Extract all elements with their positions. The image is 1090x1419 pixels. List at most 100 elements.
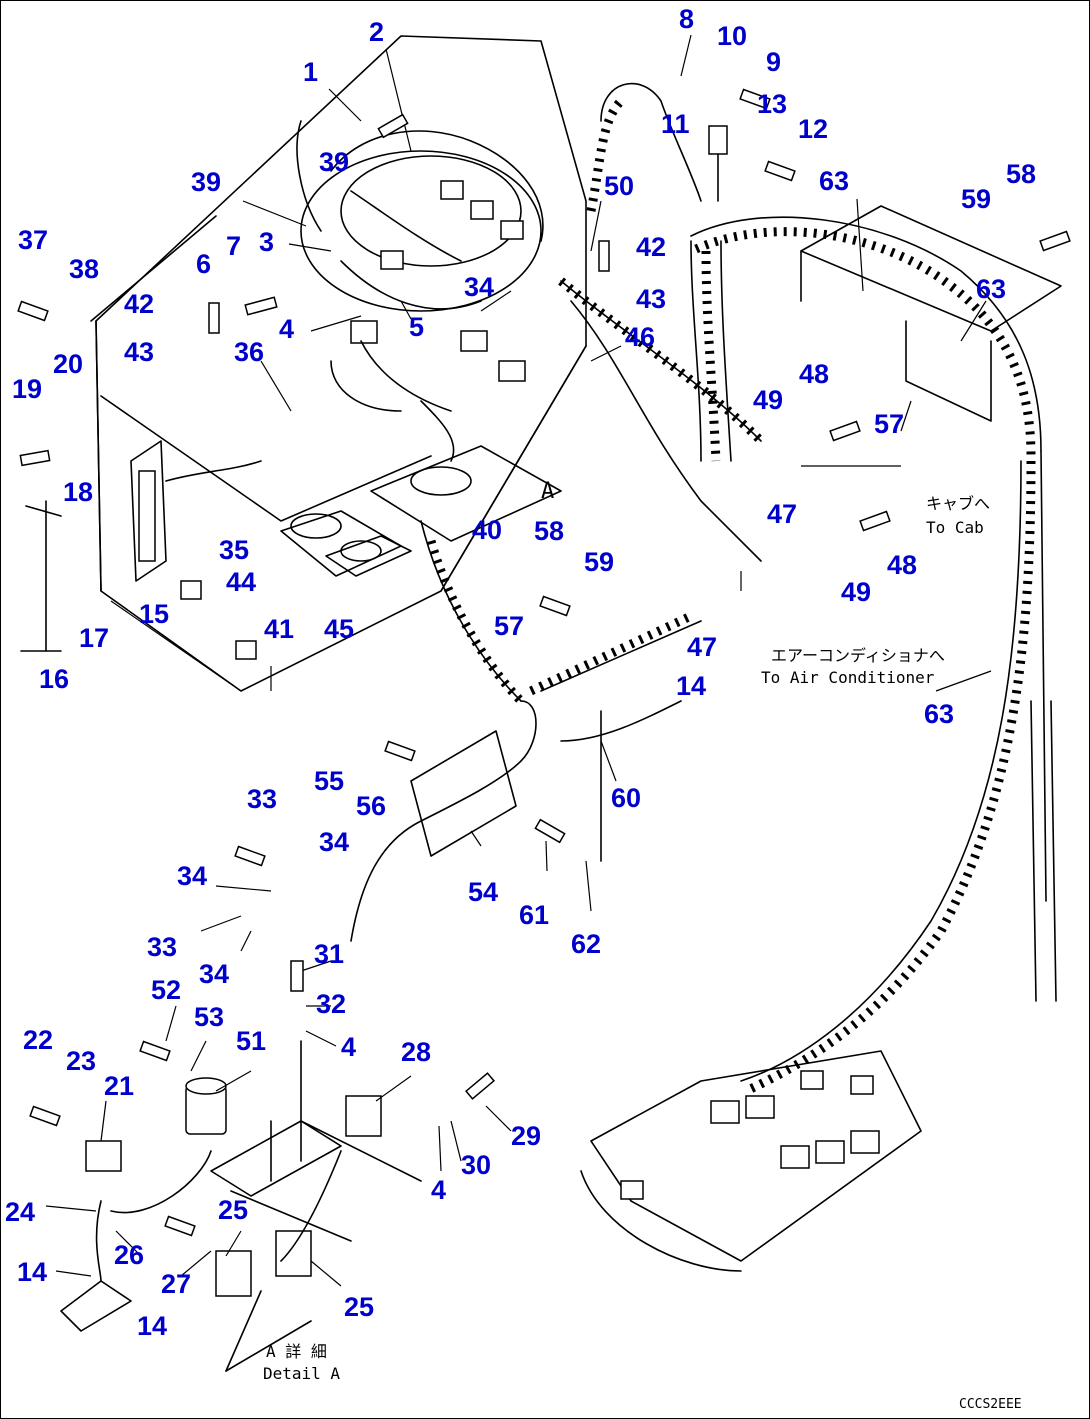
callout-32: 32: [316, 989, 347, 1019]
callout-29: 29: [511, 1121, 542, 1151]
callout-18: 18: [63, 477, 94, 507]
callout-47-a: 47: [767, 499, 798, 529]
callout-25-a: 25: [218, 1195, 249, 1225]
callout-62: 62: [571, 929, 602, 959]
callout-22: 22: [23, 1025, 54, 1055]
callout-45: 45: [324, 614, 355, 644]
callout-1: 1: [303, 57, 319, 87]
callout-41: 41: [264, 614, 295, 644]
engine-harness-cluster: [296, 120, 544, 462]
callout-59-a: 59: [961, 184, 992, 214]
callout-36: 36: [234, 337, 265, 367]
callout-21: 21: [104, 1071, 135, 1101]
callout-58-a: 58: [1006, 159, 1037, 189]
callout-8: 8: [679, 4, 695, 34]
callout-9: 9: [766, 47, 782, 77]
detail-a-label-en: Detail A: [263, 1364, 341, 1383]
callout-63-a: 63: [819, 166, 850, 196]
callout-49-b: 49: [841, 577, 872, 607]
callout-34-b: 34: [319, 827, 350, 857]
callout-23: 23: [66, 1046, 97, 1076]
callout-48-b: 48: [887, 550, 918, 580]
controller-box: [20, 440, 262, 660]
to-cab-label-jp: キャブへ: [926, 494, 991, 513]
callout-27: 27: [161, 1269, 192, 1299]
callout-16: 16: [39, 664, 70, 694]
callout-56: 56: [356, 791, 387, 821]
callout-39-b: 39: [191, 167, 222, 197]
detail-a-label-jp: A 詳 細: [266, 1342, 327, 1361]
drawing-code: CCCS2EEE: [959, 1397, 1022, 1412]
lower-harness-tray: [580, 1050, 922, 1272]
callout-60: 60: [611, 783, 642, 813]
callout-49-a: 49: [753, 385, 784, 415]
callout-38: 38: [69, 254, 100, 284]
callout-34-d: 34: [199, 959, 230, 989]
callout-37: 37: [18, 225, 49, 255]
callout-44: 44: [226, 567, 257, 597]
air-conditioner-line: [690, 205, 1062, 1096]
callout-33-a: 33: [247, 784, 278, 814]
callout-48-a: 48: [799, 359, 830, 389]
callout-28: 28: [401, 1037, 432, 1067]
callout-40: 40: [472, 515, 503, 545]
cab-harness: [558, 82, 765, 562]
callout-63-b: 63: [976, 274, 1007, 304]
floor-plates: [280, 445, 562, 577]
callout-39-a: 39: [319, 147, 350, 177]
callout-24: 24: [5, 1197, 36, 1227]
callout-42-b: 42: [124, 289, 155, 319]
callout-11: 11: [661, 109, 690, 139]
main-cable-run: [350, 520, 702, 942]
callout-20: 20: [53, 349, 84, 379]
to-cab-label-en: To Cab: [926, 518, 984, 537]
callout-50: 50: [604, 171, 635, 201]
callout-55: 55: [314, 766, 345, 796]
callout-63-c: 63: [924, 699, 955, 729]
callout-2: 2: [369, 17, 385, 47]
callout-57-a: 57: [874, 409, 905, 439]
callout-43-a: 43: [636, 284, 667, 314]
callout-53: 53: [194, 1002, 225, 1032]
callout-30: 30: [461, 1150, 492, 1180]
callout-42-a: 42: [636, 232, 667, 262]
callout-14-c: 14: [137, 1311, 168, 1341]
callout-57-b: 57: [494, 611, 525, 641]
callout-33-b: 33: [147, 932, 178, 962]
callout-59-b: 59: [584, 547, 615, 577]
callout-47-b: 47: [687, 632, 718, 662]
fasteners: [17, 88, 1071, 1237]
callout-46: 46: [625, 322, 656, 352]
to-ac-label-jp: エアーコンディショナへ: [771, 646, 945, 665]
callout-4-a: 4: [279, 314, 295, 344]
callout-61: 61: [519, 900, 550, 930]
callout-10: 10: [717, 21, 748, 51]
callout-4-b: 4: [341, 1032, 357, 1062]
leader-lines: [45, 34, 992, 1287]
callout-14-b: 14: [17, 1257, 48, 1287]
callout-7: 7: [226, 231, 242, 261]
callout-43-b: 43: [124, 337, 155, 367]
to-ac-label-en: To Air Conditioner: [761, 668, 935, 687]
callout-34-c: 34: [177, 861, 208, 891]
detail-a-bracket: [60, 1040, 422, 1372]
callout-15: 15: [139, 599, 170, 629]
callout-14-a: 14: [676, 671, 707, 701]
callout-5: 5: [409, 312, 425, 342]
callout-35: 35: [219, 535, 250, 565]
callout-34-a: 34: [464, 272, 495, 302]
callout-13: 13: [757, 89, 788, 119]
callout-52: 52: [151, 975, 182, 1005]
callout-51: 51: [236, 1026, 267, 1056]
callout-58-b: 58: [534, 516, 565, 546]
callout-12: 12: [798, 114, 829, 144]
callout-3: 3: [259, 227, 275, 257]
callout-31: 31: [314, 939, 345, 969]
view-a-marker: A: [541, 479, 555, 504]
callout-25-b: 25: [344, 1292, 375, 1322]
callout-19: 19: [12, 374, 43, 404]
callout-26: 26: [114, 1240, 145, 1270]
callout-54: 54: [468, 877, 499, 907]
